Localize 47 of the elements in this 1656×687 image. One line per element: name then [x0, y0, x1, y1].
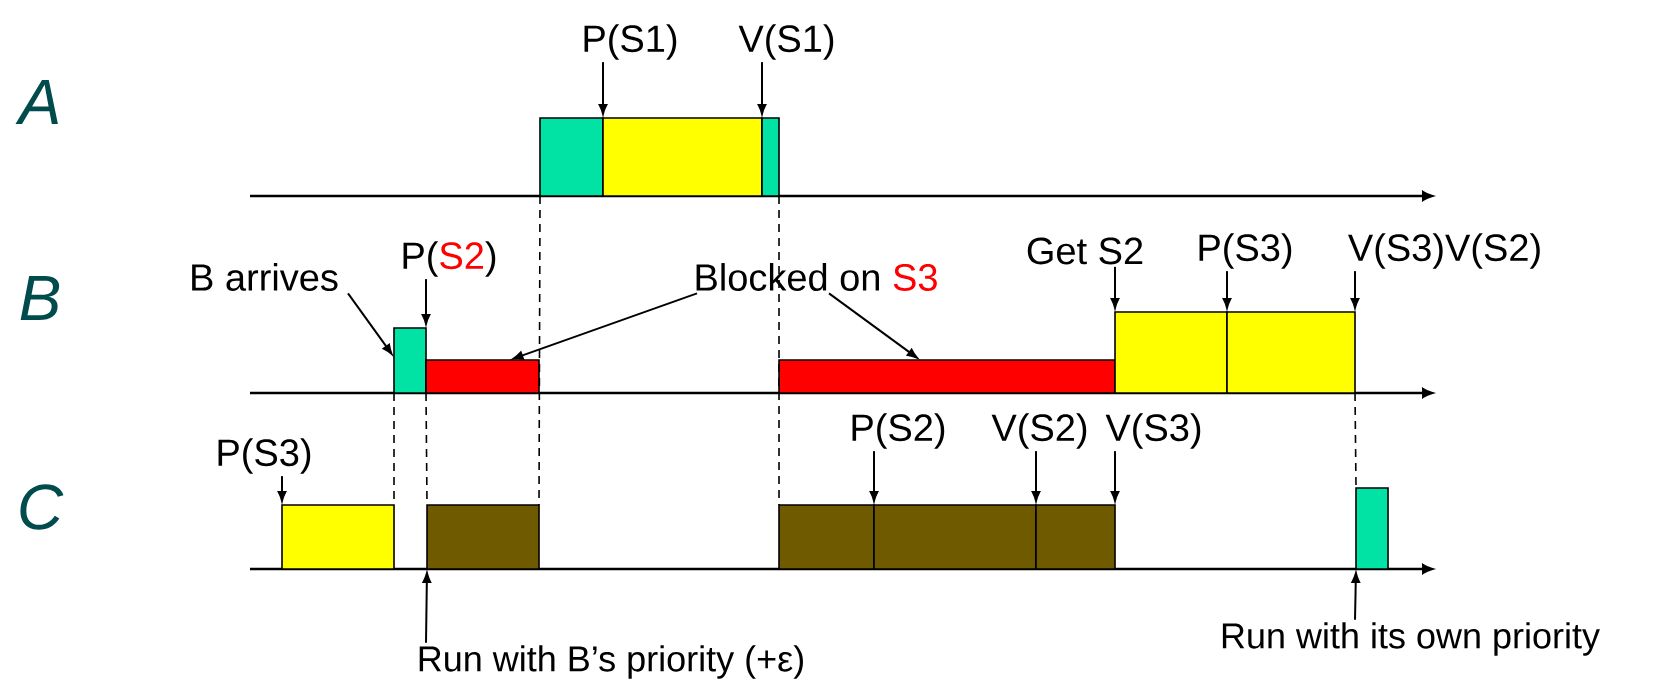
arrow — [347, 292, 393, 355]
row-letter: B — [20, 276, 60, 320]
arrow — [757, 61, 767, 115]
arrow — [1110, 265, 1120, 309]
time-bar — [778, 504, 875, 570]
dashed-line — [778, 195, 780, 506]
time-bar — [602, 117, 763, 197]
text-label: Run with B’s priority (+ε) — [419, 645, 803, 679]
arrow — [1222, 270, 1232, 309]
text-label: V(S2) — [991, 413, 1087, 449]
text-label: P(S3) — [1199, 233, 1292, 269]
text-label: V(S3) — [1105, 413, 1201, 449]
row-letter: A — [15, 80, 58, 124]
text-label: V(S1) — [738, 24, 834, 60]
text-label: P(S2) — [852, 413, 945, 449]
arrow — [512, 292, 698, 360]
time-bar — [761, 117, 780, 197]
time-bar — [1114, 311, 1228, 394]
arrow — [1351, 572, 1361, 621]
text-label: B arrives — [192, 263, 338, 291]
row-letter: C — [20, 484, 64, 530]
text-label: P(S1) — [584, 24, 677, 60]
time-bar — [539, 117, 604, 197]
arrow — [421, 278, 431, 325]
text-label: P(S3) — [218, 438, 311, 474]
arrow — [598, 61, 608, 115]
arrow — [422, 572, 432, 644]
arrow — [869, 450, 879, 502]
text-label: Blocked on S3 — [691, 261, 941, 293]
arrow — [1350, 270, 1360, 309]
time-bar — [425, 359, 540, 394]
dashed-line — [538, 195, 541, 506]
time-bar — [778, 359, 1116, 394]
text-label: Run with its own priority — [1222, 622, 1600, 656]
time-bar — [426, 504, 540, 570]
time-bar — [393, 327, 427, 394]
text-label: V(S3)V(S2) — [1348, 233, 1540, 269]
arrow — [828, 292, 918, 359]
text-label: Get S2 — [1027, 237, 1143, 265]
time-bar — [281, 504, 395, 570]
time-bar — [1226, 311, 1356, 394]
time-bar — [1355, 487, 1389, 570]
arrow — [277, 475, 287, 502]
arrow — [1110, 450, 1120, 502]
arrow — [1031, 450, 1041, 502]
text-label: P(S2) — [403, 241, 496, 277]
time-bar — [1035, 504, 1116, 570]
